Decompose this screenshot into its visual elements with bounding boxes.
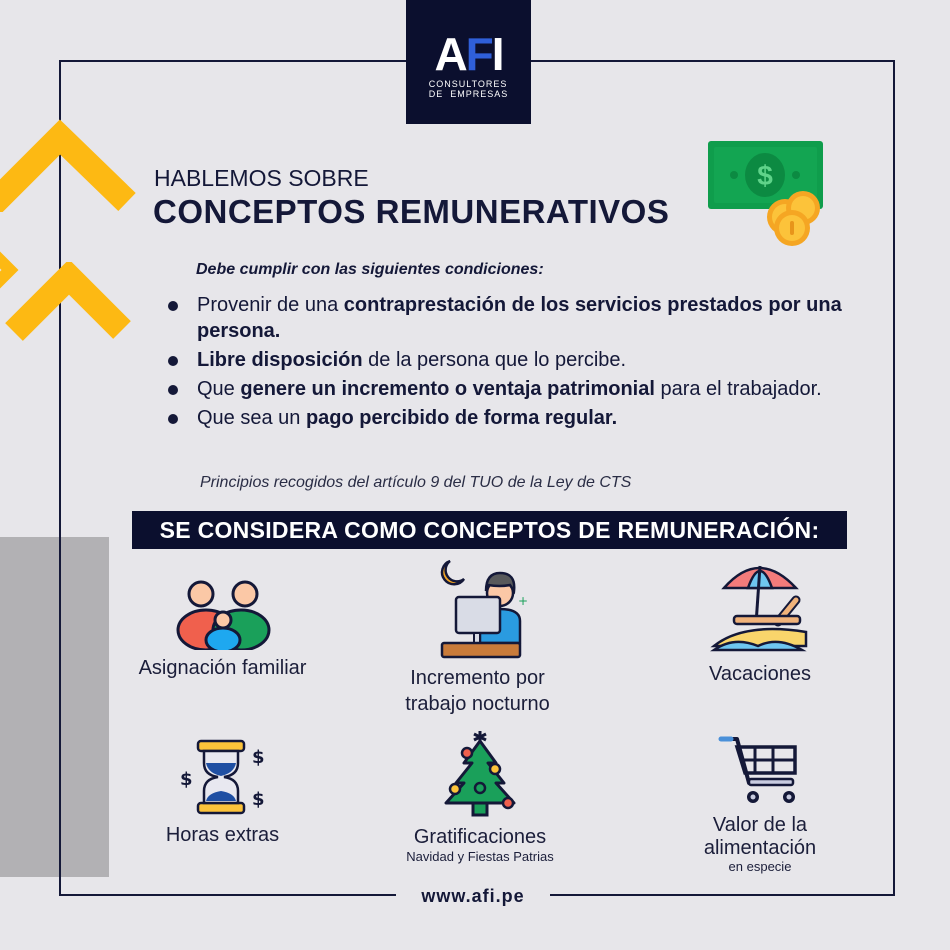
concept-sublabel: Navidad y Fiestas Patrias xyxy=(406,849,554,864)
page-title: CONCEPTOS REMUNERATIVOS xyxy=(153,193,670,230)
concept-label: Gratificaciones xyxy=(413,826,547,848)
night-worker-icon: + xyxy=(440,559,528,659)
christmas-tree-icon xyxy=(444,731,516,817)
list-item: Provenir de una contraprestación de los … xyxy=(166,292,866,344)
website-link[interactable]: www.afi.pe xyxy=(396,882,550,910)
svg-text:$: $ xyxy=(757,160,773,191)
concept-trabajo-nocturno: + Incremento por trabajo nocturno xyxy=(370,555,585,717)
concept-label: Vacaciones xyxy=(709,663,811,685)
hourglass-money-icon: $ $ $ xyxy=(180,739,265,815)
list-item: Que sea un pago percibido de forma regul… xyxy=(166,405,866,431)
concept-vacaciones: Vacaciones xyxy=(665,558,855,687)
conditions-list: Provenir de una contraprestación de los … xyxy=(166,292,866,434)
concept-label: Horas extras xyxy=(165,824,280,846)
svg-text:$: $ xyxy=(252,747,265,768)
concept-label: Valor de la alimentación xyxy=(703,814,817,859)
concept-alimentacion: Valor de la alimentación en especie xyxy=(665,733,855,874)
afi-logo: AFI CONSULTORES DE EMPRESAS xyxy=(406,0,531,124)
section-banner: SE CONSIDERA COMO CONCEPTOS DE REMUNERAC… xyxy=(132,511,847,549)
source-note: Principios recogidos del artículo 9 del … xyxy=(200,474,632,491)
concept-gratificaciones: Gratificaciones Navidad y Fiestas Patria… xyxy=(375,727,585,864)
svg-text:+: + xyxy=(518,594,528,608)
conditions-intro: Debe cumplir con las siguientes condicio… xyxy=(196,261,544,278)
concept-label: Asignación familiar xyxy=(138,657,307,679)
chevron-up-icon xyxy=(0,251,19,289)
chevron-up-icon xyxy=(5,262,131,341)
decorative-gray-block xyxy=(0,537,109,877)
concept-horas-extras: $ $ $ Horas extras xyxy=(140,737,305,848)
money-bill-coins-icon: $ xyxy=(708,141,823,246)
list-item: Que genere un incremento o ventaja patri… xyxy=(166,376,866,402)
svg-text:$: $ xyxy=(180,769,193,790)
logo-subtitle: CONSULTORES DE EMPRESAS xyxy=(428,78,509,99)
logo-mark: AFI xyxy=(434,27,504,80)
list-item: Libre disposición de la persona que lo p… xyxy=(166,347,866,373)
concept-label: Incremento por trabajo nocturno xyxy=(405,667,550,715)
svg-text:$: $ xyxy=(252,789,265,810)
chevron-up-icon xyxy=(0,119,136,212)
beach-umbrella-icon xyxy=(710,565,808,652)
concept-asignacion-familiar: Asignación familiar xyxy=(110,578,335,681)
concept-sublabel: en especie xyxy=(728,859,792,874)
family-icon xyxy=(176,580,270,654)
shopping-cart-icon xyxy=(718,736,797,803)
header-kicker: HABLEMOS SOBRE xyxy=(154,165,369,191)
